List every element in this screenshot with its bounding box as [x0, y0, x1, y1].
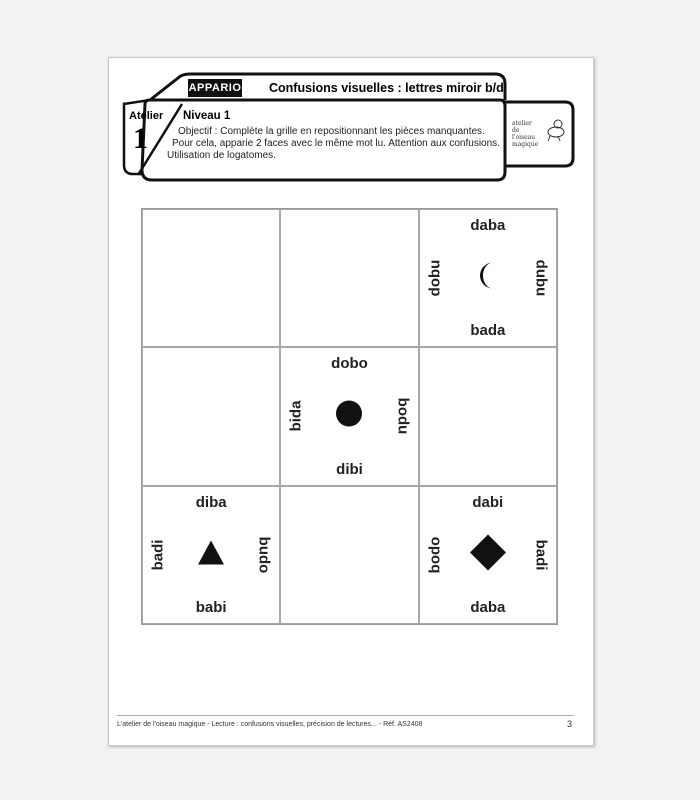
bird-logo: atelier de l'oiseau magique [512, 119, 568, 150]
empty-cell [280, 209, 419, 348]
triangle-icon [197, 539, 225, 570]
word-bottom: dibi [336, 460, 363, 478]
puzzle-piece: dobo bida bodu dibi [280, 347, 419, 486]
puzzle-grid: daba dobu dubu bada dobo bida bodu dibi diba badi… [141, 208, 558, 625]
atelier-number: 1 [133, 122, 148, 155]
word-top: dobo [331, 355, 368, 373]
word-top: dabi [472, 493, 504, 511]
puzzle-piece: daba dobu dubu bada [418, 209, 557, 348]
word-right: badi [532, 539, 550, 571]
empty-cell [418, 347, 557, 486]
puzzle-piece: diba badi budo babi [142, 485, 281, 624]
atelier-label: Atelier [129, 110, 164, 122]
word-bottom: babi [195, 598, 227, 616]
crescent-icon [475, 261, 501, 296]
footer-divider [117, 715, 574, 716]
word-left: bida [287, 401, 305, 432]
level-label: Niveau 1 [183, 110, 231, 122]
bird-icon [547, 119, 565, 142]
word-left: badi [149, 539, 167, 571]
empty-cell [280, 485, 419, 624]
word-bottom: bada [470, 322, 506, 340]
appario-logo: APPARIO [188, 79, 242, 97]
empty-cell [142, 209, 281, 348]
page-number: 3 [567, 719, 573, 729]
word-right: dubu [532, 259, 550, 297]
word-right: bodu [394, 398, 412, 435]
diamond-icon [469, 533, 507, 576]
word-top: diba [195, 493, 227, 511]
word-bottom: daba [470, 598, 506, 616]
word-right: budo [255, 536, 273, 574]
word-left: dobu [426, 259, 444, 297]
objective-line-3: Utilisation de logatomes. [167, 150, 276, 161]
word-left: bodo [426, 536, 444, 574]
logo-text: atelier de l'oiseau magique [512, 120, 539, 148]
circle-icon [335, 400, 363, 433]
objective-line-2: Pour cela, apparie 2 faces avec le même … [172, 138, 500, 149]
puzzle-piece: dabi bodo badi daba [418, 485, 557, 624]
empty-cell [142, 347, 281, 486]
objective-line-1: Objectif : Complète la grille en reposit… [178, 126, 485, 137]
footer-text: L'atelier de l'oiseau magique - Lecture … [117, 721, 423, 728]
header-frame [122, 72, 575, 182]
word-top: daba [470, 217, 506, 234]
page-title: Confusions visuelles : lettres miroir b/… [269, 81, 504, 95]
